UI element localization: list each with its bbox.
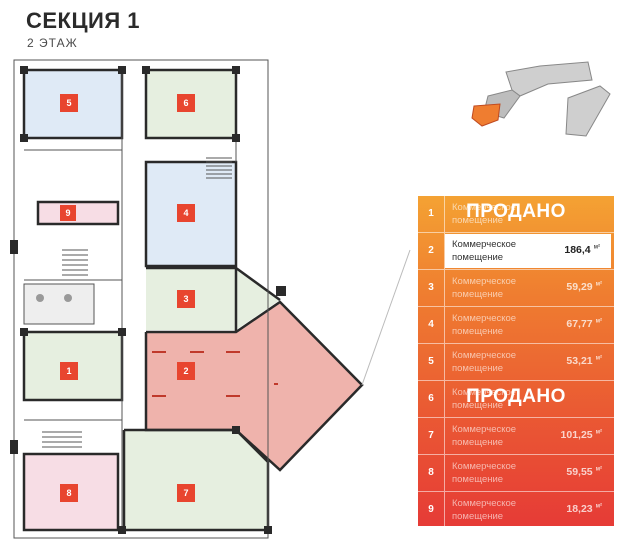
unit-suffix: м² [595, 429, 602, 436]
unit-suffix: м² [595, 281, 602, 288]
room-number: 3 [183, 294, 189, 304]
row-name: Коммерческое помещение [452, 313, 517, 337]
table-row[interactable]: 6 Коммерческое помещение [418, 381, 614, 418]
table-row[interactable]: 3 Коммерческое помещение 59,29 м² [418, 270, 614, 307]
room-badge-8[interactable]: 8 [60, 484, 78, 502]
room-number: 4 [183, 208, 189, 218]
row-number: 2 [418, 233, 445, 269]
room-badge-9[interactable]: 9 [60, 205, 76, 221]
table-row[interactable]: 4 Коммерческое помещение 67,77 м² [418, 307, 614, 344]
row-area: 186,4 м² [564, 244, 600, 256]
sold-banner-top: ПРОДАНО [466, 201, 566, 222]
table-row[interactable]: 9 Коммерческое помещение 18,23 м² [418, 492, 614, 528]
row-number: 7 [418, 418, 445, 454]
row-area-value: 67,77 [566, 318, 593, 330]
room-2-area[interactable] [146, 302, 362, 470]
row-number: 5 [418, 344, 445, 380]
room-number: 6 [183, 98, 189, 108]
room-number: 5 [66, 98, 72, 108]
row-name: Коммерческое помещение [452, 276, 517, 300]
room-3-area[interactable] [146, 268, 280, 330]
room-badge-1[interactable]: 1 [60, 362, 78, 380]
row-number: 9 [418, 492, 445, 528]
row-name: Коммерческое помещение [452, 424, 517, 448]
unit-suffix: м² [593, 244, 600, 251]
row-number: 8 [418, 455, 445, 491]
room-number: 8 [66, 488, 72, 498]
row-area-value: 53,21 [566, 355, 593, 367]
table-row[interactable]: 7 Коммерческое помещение 101,25 м² [418, 418, 614, 455]
row-area: 18,23 м² [566, 503, 602, 515]
row-name: Коммерческое помещение [452, 461, 517, 485]
room-badge-2[interactable]: 2 [177, 362, 195, 380]
table-row[interactable]: 8 Коммерческое помещение 59,55 м² [418, 455, 614, 492]
table-row[interactable]: 1 Коммерческое помещение [418, 196, 614, 233]
unit-suffix: м² [595, 503, 602, 510]
room-7-area[interactable] [124, 430, 268, 530]
room-badge-3[interactable]: 3 [177, 290, 195, 308]
row-area: 59,55 м² [566, 466, 602, 478]
room-number: 9 [65, 208, 71, 218]
row-area-value: 101,25 [560, 429, 593, 441]
room-badge-7[interactable]: 7 [177, 484, 195, 502]
selected-cell [445, 234, 611, 268]
room-number: 1 [66, 366, 72, 376]
row-name: Коммерческое помещение [452, 239, 517, 263]
row-area-value: 18,23 [566, 503, 593, 515]
row-area: 67,77 м² [566, 318, 602, 330]
row-name: Коммерческое помещение [452, 350, 517, 374]
page-title: СЕКЦИЯ 1 [26, 8, 141, 33]
row-number: 1 [418, 196, 445, 232]
floor-label: 2 ЭТАЖ [27, 36, 78, 50]
row-number: 3 [418, 270, 445, 306]
row-area-value: 186,4 [564, 244, 591, 256]
row-area: 59,29 м² [566, 281, 602, 293]
room-9-area[interactable] [38, 202, 118, 224]
row-name: Коммерческое помещение [452, 387, 517, 411]
room-number: 7 [183, 488, 189, 498]
unit-suffix: м² [595, 355, 602, 362]
room-badge-6[interactable]: 6 [177, 94, 195, 112]
table-row-selected[interactable]: 2 Коммерческое помещение 186,4 м² [418, 233, 614, 270]
row-number: 4 [418, 307, 445, 343]
sold-banner-bottom: ПРОДАНО [466, 386, 566, 407]
room-badge-5[interactable]: 5 [60, 94, 78, 112]
row-area-value: 59,29 [566, 281, 593, 293]
units-table: 1 Коммерческое помещение 2 Коммерческое … [418, 196, 614, 528]
row-area-value: 59,55 [566, 466, 593, 478]
unit-suffix: м² [595, 466, 602, 473]
row-area: 53,21 м² [566, 355, 602, 367]
room-number: 2 [183, 366, 189, 376]
unit-suffix: м² [595, 318, 602, 325]
row-name: Коммерческое помещение [452, 498, 517, 522]
section-1-highlight [471, 103, 501, 127]
row-name: Коммерческое помещение [452, 202, 517, 226]
room-badge-4[interactable]: 4 [177, 204, 195, 222]
table-row[interactable]: 5 Коммерческое помещение 53,21 м² [418, 344, 614, 381]
row-area: 101,25 м² [561, 429, 602, 441]
row-number: 6 [418, 381, 445, 417]
